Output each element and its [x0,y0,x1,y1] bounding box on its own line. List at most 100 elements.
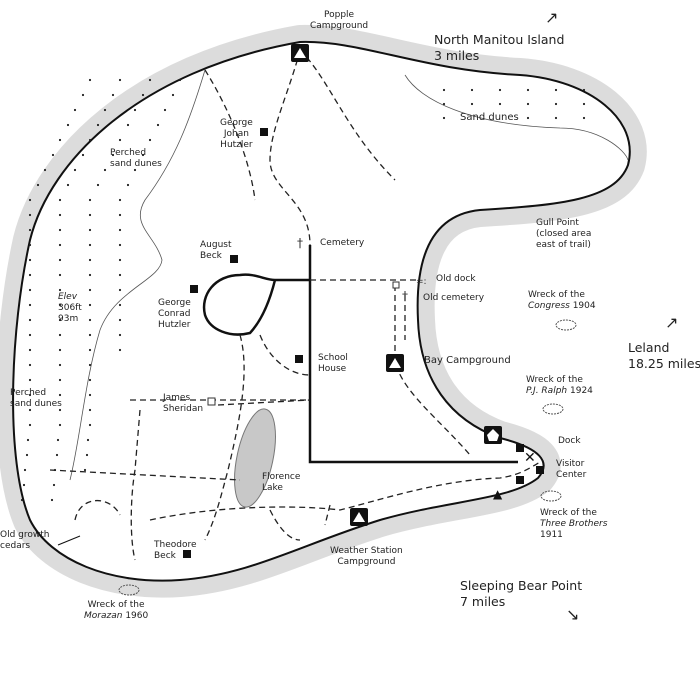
dune-dot [58,333,62,337]
dune-dot [118,198,122,202]
dune-dot [88,213,92,217]
dune-dot [58,243,62,247]
island-shoreline [12,40,631,582]
dune-dot [118,138,122,142]
dune-dot [88,288,92,292]
dune-dot [58,303,62,307]
old-dock-label: Old dock [436,274,476,284]
arrow-se-icon: ↘ [566,605,580,624]
bay-campground-label: Bay Campground [424,355,511,366]
dune-dot [118,288,122,292]
trails [49,49,541,561]
dune-dot [88,138,92,142]
cross-icon-cemetery: † [297,236,303,250]
dune-dot [88,198,92,202]
dune-dot [133,108,137,112]
dune-dot [88,258,92,262]
dune-dot [554,88,558,92]
site-icon-old-cemetery [392,281,400,289]
dune-dot [126,183,130,187]
dune-dot [58,393,62,397]
dune-dot [28,288,32,292]
dune-dot [58,228,62,232]
dune-dot [126,123,130,127]
dune-dot [66,183,70,187]
dune-dot [58,288,62,292]
dune-dot [52,483,56,487]
dune-dot [88,348,92,352]
dune-dot [554,102,558,106]
dune-dot [442,116,446,120]
old-cemetery-label: Old cemetery [423,293,485,303]
dune-dot [81,93,85,97]
dune-dot [55,453,59,457]
dune-dot [58,213,62,217]
dune-dot [28,318,32,322]
dune-dot [526,88,530,92]
cemetery-label: Cemetery [320,238,365,248]
dune-dot [28,393,32,397]
dune-dot [148,138,152,142]
dune-dot [88,303,92,307]
dune-dot [50,498,54,502]
dune-dot [83,468,87,472]
dune-dot [28,273,32,277]
dune-dot [118,273,122,277]
dune-dot [88,273,92,277]
dune-dot [118,258,122,262]
dune-dot [554,116,558,120]
dune-dot [58,348,62,352]
dune-dot [582,102,586,106]
dune-dot [498,102,502,106]
dune-dot [526,116,530,120]
leader-line [57,535,81,546]
wreck-icons [118,319,577,596]
dune-dot [88,423,92,427]
dune-dot [118,78,122,82]
dune-dot [28,348,32,352]
dune-dot [28,213,32,217]
dune-dot [470,102,474,106]
dune-dot [178,78,182,82]
dune-dot [28,243,32,247]
dune-dot [111,93,115,97]
dune-dot [88,393,92,397]
sand-dunes-area [404,74,629,161]
dune-dot [81,153,85,157]
dune-dot [22,483,26,487]
arrow-ne-icon: ↗ [665,313,679,332]
dune-dot [73,168,77,172]
dune-dot [58,198,62,202]
dune-dot [58,258,62,262]
dune-dot [28,258,32,262]
dune-dot [43,168,47,172]
dune-dot [88,228,92,232]
dune-dot [66,123,70,127]
dune-dot [498,88,502,92]
dune-dot [58,363,62,367]
dune-dot [58,318,62,322]
lighthouse-icon: ▲ [493,487,503,501]
dock-icon: ✕ [524,450,536,466]
dune-dot [58,138,62,142]
dune-dot [103,168,107,172]
dune-dot [58,408,62,412]
roads [202,245,518,464]
dune-dot [118,348,122,352]
cross-icon-old-cemetery: † [402,289,408,303]
dune-dot [88,378,92,382]
campground-icons [291,44,502,526]
